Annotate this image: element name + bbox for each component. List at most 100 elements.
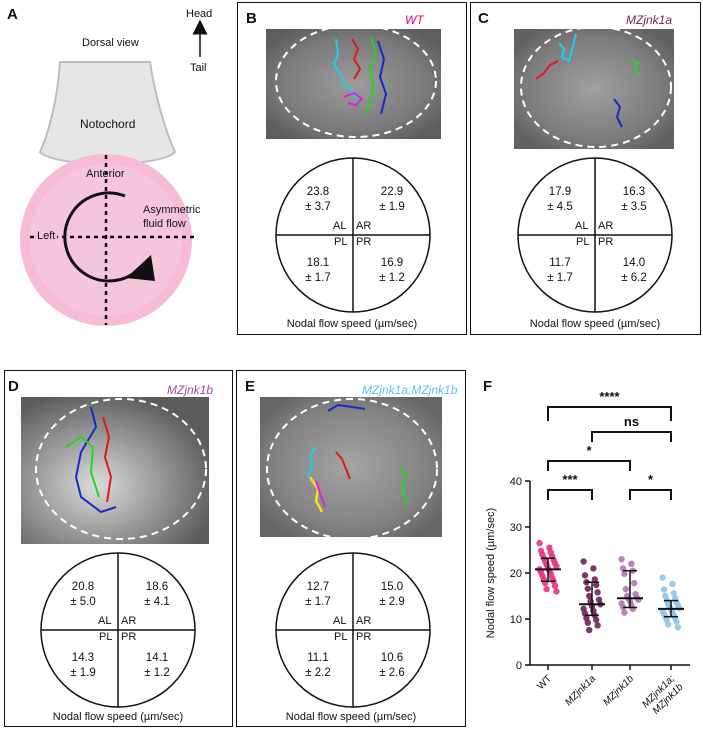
flow-arrowhead	[126, 255, 155, 281]
panel-b-frame	[237, 2, 467, 335]
panel-d-pl-mean: 14.3	[71, 652, 95, 664]
data-point	[621, 609, 628, 616]
data-point	[551, 582, 559, 590]
dorsal-view-label: Dorsal view	[82, 37, 139, 49]
y-axis-label: Nodal flow speed (µm/sec)	[485, 508, 497, 638]
panel-c-ar-sd: ± 3.5	[621, 201, 647, 213]
data-point	[594, 589, 601, 596]
panel-b-al-value: 23.8± 3.7	[283, 185, 353, 215]
data-point	[591, 576, 598, 583]
y-tick-label: 30	[510, 522, 522, 534]
panel-e-pl-sd: ± 2.2	[305, 667, 331, 679]
panel-c-ar-value: 16.3± 3.5	[599, 185, 669, 215]
panel-e-al-value: 12.7± 1.7	[283, 580, 353, 610]
significance-bracket	[547, 406, 672, 421]
significance-bracket	[547, 460, 631, 471]
panel-e-genotype: MZjnk1a;MZjnk1b	[362, 383, 458, 397]
panel-d-ar-sd: ± 4.1	[144, 596, 170, 608]
x-tick-label: MZjnk1b	[601, 673, 636, 708]
data-point	[665, 621, 672, 628]
data-point	[543, 585, 550, 593]
tail-label: Tail	[190, 62, 207, 74]
panel-c-quadrant-circle	[517, 157, 673, 313]
panel-b-pr-mean: 16.9	[380, 257, 404, 269]
panel-c-pl-label: PL	[576, 236, 590, 248]
significance-label: ns	[624, 414, 639, 429]
panel-b-al-label: AL	[333, 220, 347, 232]
flow-arc	[63, 191, 143, 283]
panel-b-pl-label: PL	[334, 236, 348, 248]
significance-bracket	[547, 489, 593, 500]
panel-b-pr-sd: ± 1.2	[379, 272, 405, 284]
significance-label: ***	[562, 472, 578, 487]
panel-b-pl-value: 18.1 ± 1.7	[283, 256, 353, 286]
panel-e-pl-value: 11.1 ± 2.2	[283, 651, 353, 681]
panel-b-ar-mean: 22.9	[380, 186, 404, 198]
data-point	[618, 556, 625, 563]
y-tick-label: 40	[510, 476, 522, 488]
panel-e-quadrant-circle	[275, 552, 431, 708]
significance-label: ****	[599, 389, 620, 404]
data-point	[586, 592, 593, 600]
panel-d-pr-value: 14.1± 1.2	[122, 651, 192, 681]
anterior-label: Anterior	[86, 168, 125, 180]
panel-e-ar-mean: 15.0	[380, 581, 404, 593]
panel-c-caption: Nodal flow speed (µm/sec)	[529, 318, 661, 330]
data-point	[553, 588, 560, 595]
panel-c-al-label: AL	[575, 220, 589, 232]
panel-label-b: B	[246, 10, 257, 27]
panel-b-micrograph	[266, 29, 441, 139]
panel-d-frame	[4, 370, 233, 727]
panel-b-ar-label: AR	[356, 220, 372, 232]
panel-b-genotype: WT	[405, 13, 424, 27]
data-point	[584, 619, 591, 626]
panel-d-pr-label: PR	[121, 631, 137, 643]
panel-c-ar-label: AR	[598, 220, 614, 232]
data-point	[553, 563, 560, 570]
panel-e-pl-label: PL	[334, 631, 348, 643]
y-tick-label: 20	[510, 568, 522, 580]
panel-c-al-value: 17.9± 4.5	[525, 185, 595, 215]
significance-label: *	[648, 472, 654, 487]
panel-d-al-value: 20.8± 5.0	[48, 580, 118, 610]
data-point	[670, 590, 677, 597]
data-point	[584, 585, 591, 592]
data-point	[536, 539, 543, 547]
x-tick-label: MZjnk1a;MZjnk1b	[640, 673, 686, 719]
data-point	[622, 585, 629, 593]
panel-d-quadrant-circle	[40, 552, 196, 708]
x-tick-label: WT	[535, 673, 554, 692]
panel-c-al-mean: 17.9	[548, 186, 572, 198]
schematic-diagram	[20, 19, 208, 326]
panel-b-pr-value: 16.9 ± 1.2	[357, 256, 427, 286]
panel-label-e: E	[245, 378, 256, 395]
panel-b-pl-mean: 18.1	[306, 257, 330, 269]
panel-e-pr-value: 10.6± 2.6	[357, 651, 427, 681]
panel-d-pr-mean: 14.1	[145, 652, 169, 664]
data-point	[674, 624, 682, 631]
y-tick-label: 0	[516, 660, 522, 672]
panel-e-al-sd: ± 1.7	[305, 596, 331, 608]
panel-c-pr-label: PR	[598, 236, 614, 248]
panel-d-al-label: AL	[98, 615, 112, 627]
panel-b-quadrant-circle	[275, 157, 431, 313]
panel-e-ar-value: 15.0± 2.9	[357, 580, 427, 610]
panel-b-ar-sd: ± 1.9	[379, 201, 405, 213]
panel-e-pr-sd: ± 2.6	[379, 667, 405, 679]
panel-label-d: D	[8, 378, 19, 395]
panel-b-caption: Nodal flow speed (µm/sec)	[286, 318, 418, 330]
data-point	[669, 580, 676, 588]
significance-bracket	[629, 489, 672, 500]
data-point	[586, 626, 593, 634]
panel-d-genotype: MZjnk1b	[167, 383, 214, 397]
panel-d-al-mean: 20.8	[71, 581, 95, 593]
notochord-shape	[38, 61, 177, 165]
data-point	[631, 579, 638, 587]
panel-d-pl-sd: ± 1.9	[70, 667, 96, 679]
panel-b-ar-value: 22.9 ± 1.9	[357, 185, 427, 215]
panel-b-al-sd: ± 3.7	[305, 201, 331, 213]
panel-d-ar-mean: 18.6	[145, 581, 169, 593]
panel-e-pl-mean: 11.1	[307, 652, 329, 664]
panel-c-pr-value: 14.0± 6.2	[599, 256, 669, 286]
panel-b-pl-sd: ± 1.7	[305, 272, 331, 284]
